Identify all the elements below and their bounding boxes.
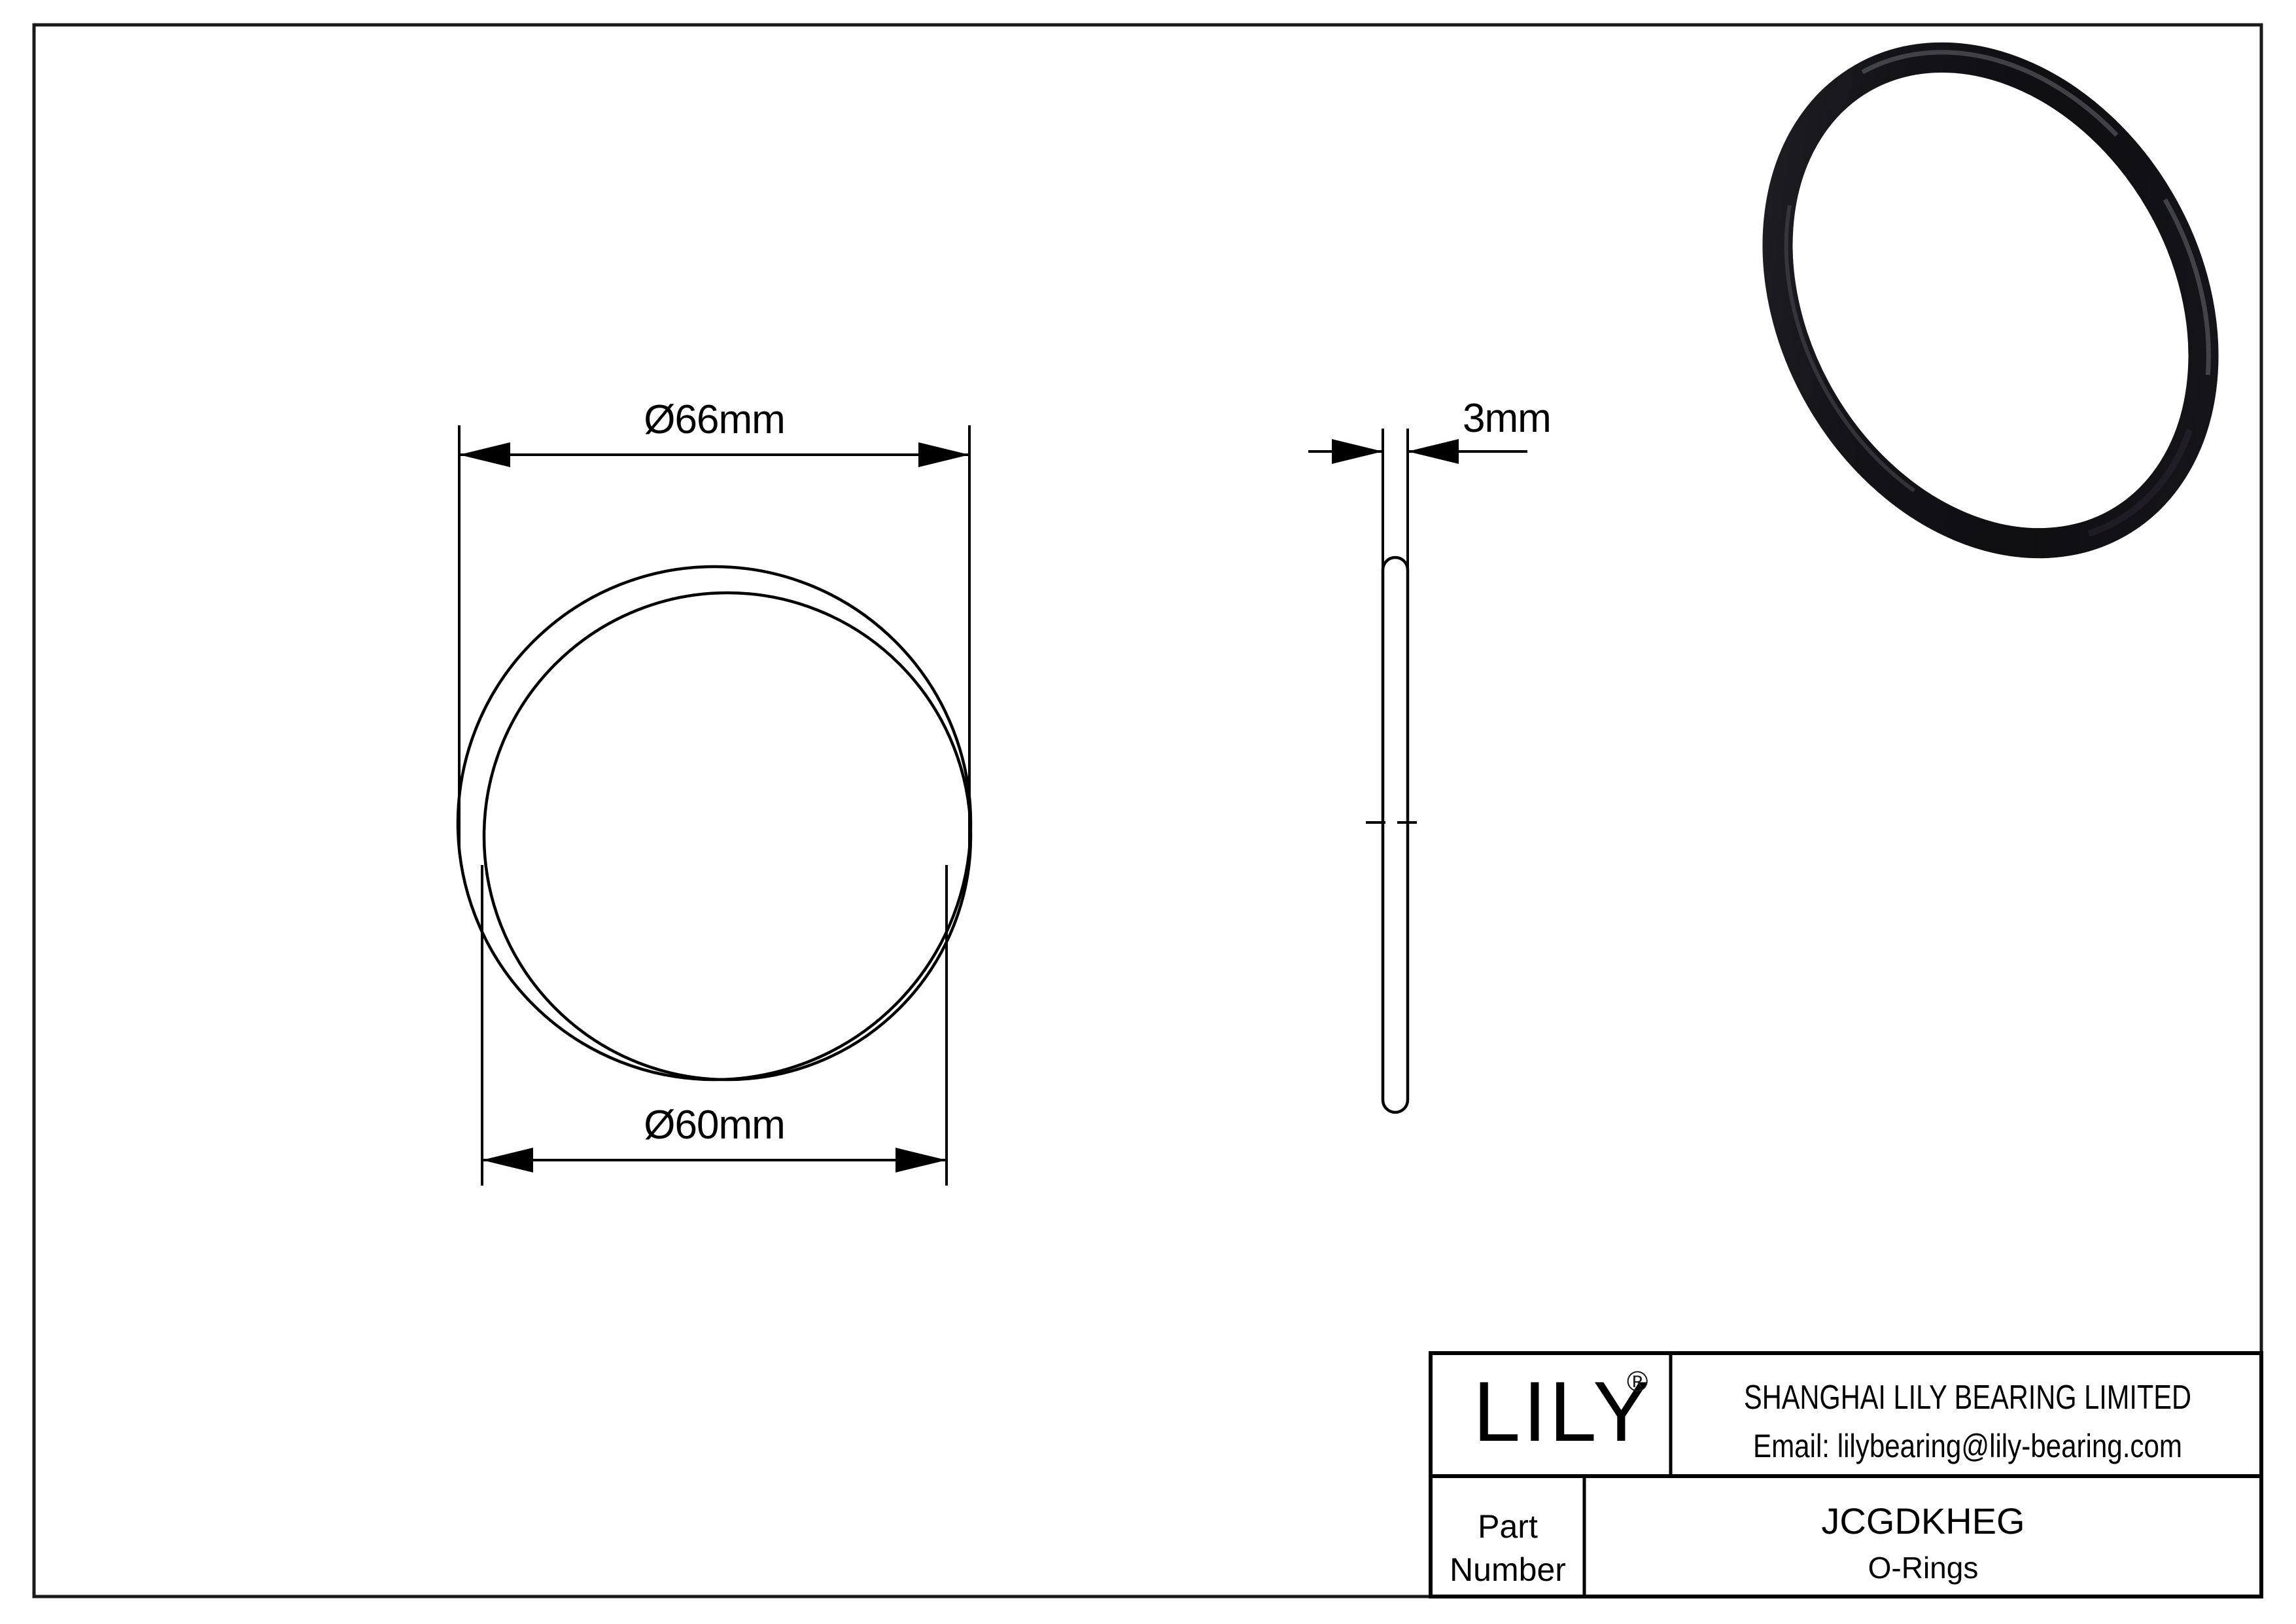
- company-email: Email: lilybearing@lily-bearing.com: [1753, 1428, 2182, 1464]
- product-type-value: O-Rings: [1868, 1551, 1979, 1585]
- part-number-label-line1: Part: [1478, 1508, 1538, 1545]
- id-arrow-right: [896, 1148, 947, 1173]
- id-dimension-label: Ø60mm: [644, 1103, 784, 1148]
- part-number-value: JCGDKHEG: [1821, 1500, 2025, 1542]
- cs-arrow-right: [1408, 439, 1459, 464]
- dimension-inner-diameter: Ø60mm: [481, 865, 948, 1186]
- front-view-inner-circle: [482, 591, 973, 1082]
- oring-3d-highlight-inner: [1784, 64, 2197, 537]
- front-view-group: [456, 565, 973, 1082]
- lily-logo-wordmark: LILY: [1473, 1364, 1652, 1459]
- oring-3d-sheen: [1776, 56, 2205, 545]
- sheet-border: [32, 23, 2263, 1598]
- company-name: SHANGHAI LILY BEARING LIMITED: [1744, 1379, 2191, 1417]
- side-view-section-outline: [1381, 556, 1410, 1114]
- title-block: LILY ® SHANGHAI LILY BEARING LIMITED Ema…: [1429, 1351, 2263, 1598]
- id-arrow-left: [482, 1148, 533, 1173]
- part-number-label-line2: Number: [1450, 1551, 1566, 1588]
- od-arrow-right: [918, 442, 969, 467]
- front-view-outer-circle: [456, 565, 973, 1082]
- oring-3d-highlight-outer: [1770, 50, 2211, 551]
- isometric-oring-render: [1762, 42, 2219, 559]
- side-view-group: [1366, 556, 1425, 1114]
- od-dimension-label: Ø66mm: [644, 397, 784, 442]
- od-arrow-left: [459, 442, 510, 467]
- dimension-outer-diameter: Ø66mm: [458, 397, 971, 848]
- registered-trademark-icon: ®: [1627, 1366, 1648, 1398]
- dimension-thickness: 3mm: [1308, 396, 1552, 877]
- oring-3d-tube-shadow: [1762, 42, 2219, 559]
- cs-dimension-label: 3mm: [1463, 396, 1551, 441]
- cs-arrow-left: [1332, 439, 1383, 464]
